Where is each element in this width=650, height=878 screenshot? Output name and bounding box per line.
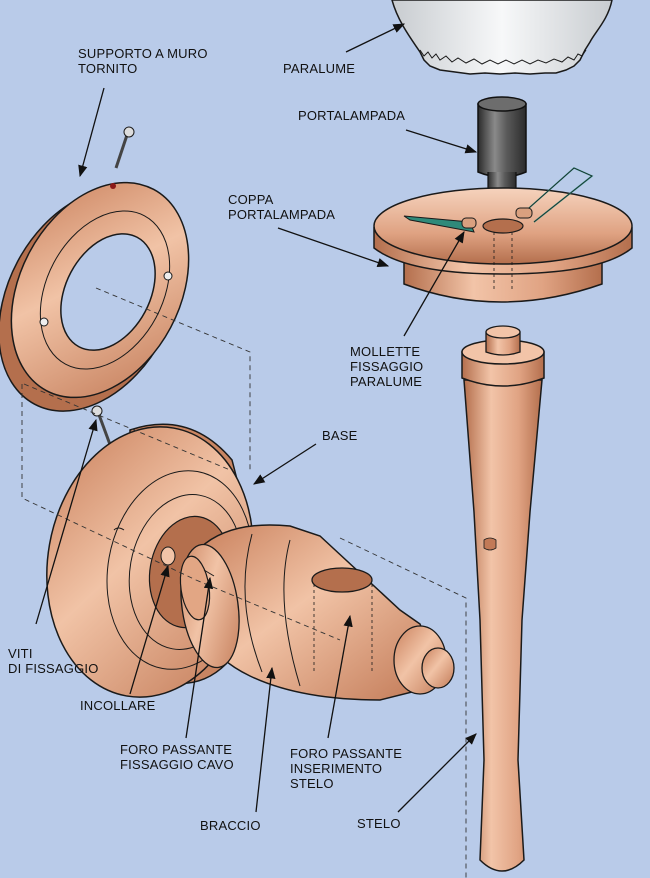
arrow-supporto — [78, 87, 105, 178]
label-base: BASE — [322, 428, 358, 443]
arrow-braccio — [255, 666, 276, 813]
wall-plate — [0, 126, 190, 451]
lamp-cup — [373, 167, 633, 303]
bulb-holder — [477, 96, 527, 194]
label-portalampada: PORTALAMPADA — [298, 108, 406, 123]
arrow-portalampada — [405, 129, 478, 154]
label-foro-cavo: FORO PASSANTE FISSAGGIO CAVO — [120, 742, 234, 772]
lamp-arm — [179, 524, 455, 701]
arrow-paralume — [345, 23, 406, 53]
arrow-stelo — [397, 733, 477, 813]
lamp-stem — [461, 325, 545, 872]
arrow-mollette — [403, 230, 465, 337]
label-foro-stelo: FORO PASSANTE INSERIMENTO STELO — [290, 746, 403, 791]
arrow-foro-cavo — [185, 576, 214, 739]
arrow-viti — [35, 418, 98, 625]
label-stelo: STELO — [357, 816, 401, 831]
arrow-base — [253, 443, 317, 485]
arrow-incollare — [129, 564, 170, 695]
label-supporto: SUPPORTO A MURO TORNITO — [78, 46, 208, 76]
alignment-lines — [21, 287, 467, 878]
label-incollare: INCOLLARE — [80, 698, 156, 713]
arrow-coppa — [277, 227, 390, 267]
label-mollette: MOLLETTE FISSAGGIO PARALUME — [350, 344, 424, 389]
label-paralume: PARALUME — [283, 61, 356, 76]
arrow-foro-stelo — [327, 614, 353, 739]
label-viti: VITI DI FISSAGGIO — [8, 646, 99, 676]
lampshade — [391, 0, 613, 75]
leader-arrows — [35, 23, 478, 813]
label-coppa: COPPA PORTALAMPADA — [228, 192, 336, 222]
label-braccio: BRACCIO — [200, 818, 261, 833]
